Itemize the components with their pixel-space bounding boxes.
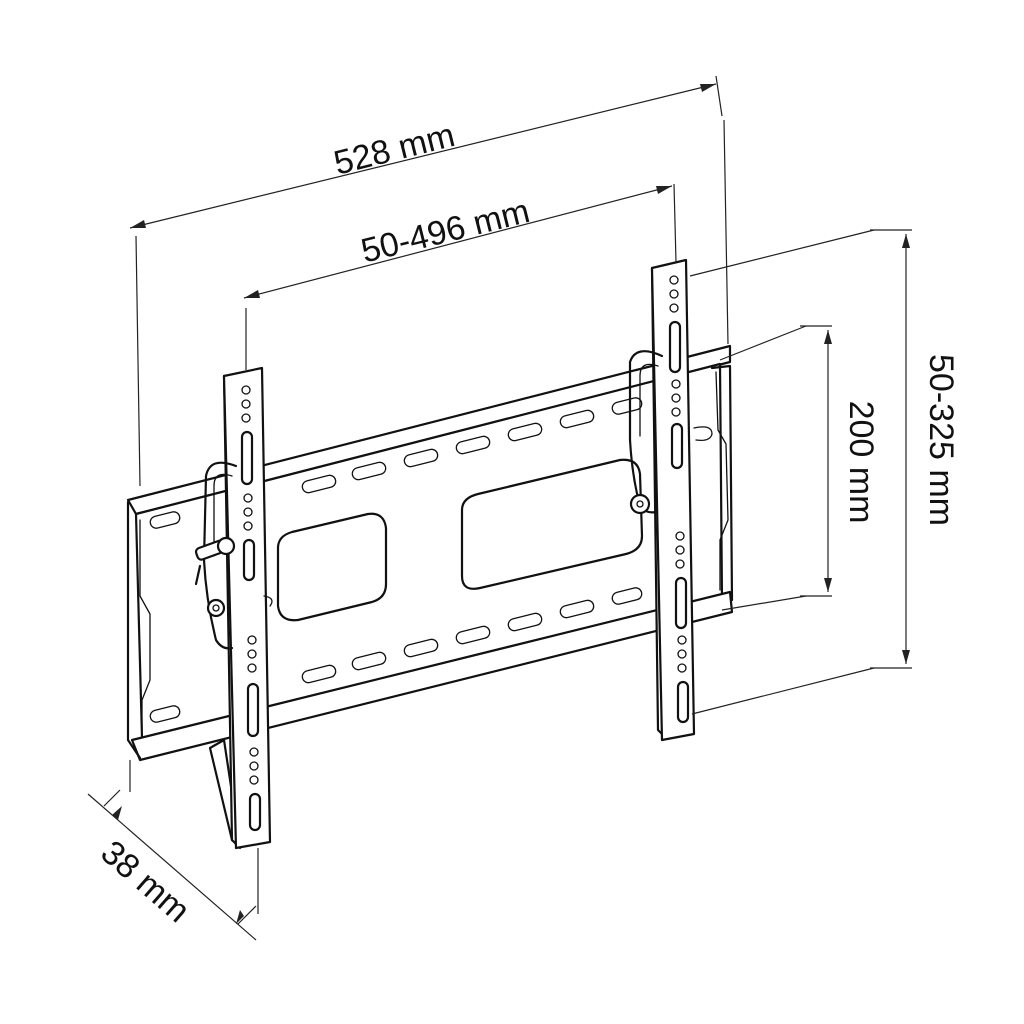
right-bolt — [629, 493, 651, 515]
right-vertical-arm — [628, 258, 713, 742]
vesa-height-label: 200 mm — [842, 401, 880, 524]
left-vertical-arm — [194, 366, 273, 850]
left-arm-holes — [240, 385, 262, 832]
right-cutout — [460, 458, 644, 590]
depth-label: 38 mm — [94, 833, 197, 930]
dimension-vesa-height: 200 mm — [719, 325, 880, 611]
upper-slot-row — [149, 397, 643, 529]
dimension-arm-spacing: 50-496 mm — [243, 183, 677, 370]
left-safety-knob — [194, 536, 236, 586]
arm-spacing-label: 50-496 mm — [357, 192, 533, 270]
dimension-arm-height-range: 50-325 mm — [689, 229, 960, 715]
lower-slot-row — [149, 587, 643, 723]
arm-height-range-label: 50-325 mm — [922, 354, 960, 526]
left-bolt — [206, 598, 226, 618]
wall-plate — [126, 344, 734, 762]
overall-width-label: 528 mm — [330, 116, 458, 183]
right-arm-holes — [668, 275, 690, 724]
left-cutout — [276, 512, 388, 622]
